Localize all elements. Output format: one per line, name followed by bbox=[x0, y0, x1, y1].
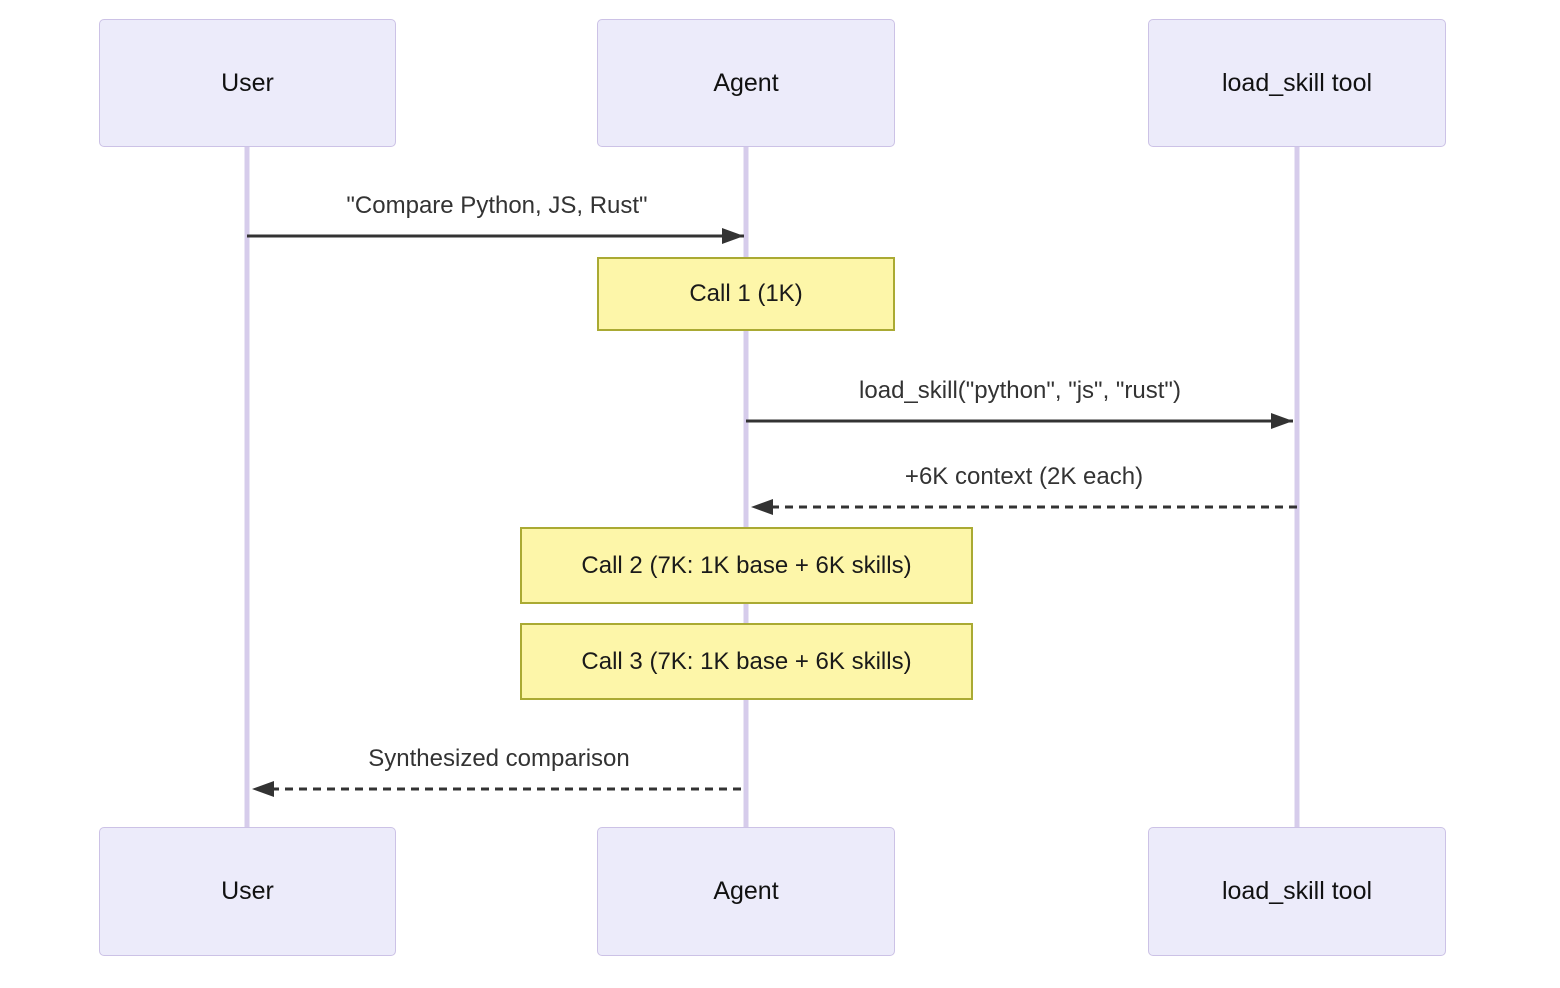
lifeline-agent bbox=[743, 147, 749, 828]
message-label-load-skill: load_skill("python", "js", "rust") bbox=[859, 377, 1181, 404]
actor-bottom-load-skill-tool: load_skill tool bbox=[1148, 827, 1446, 956]
note-text: Call 2 (7K: 1K base + 6K skills) bbox=[581, 551, 912, 579]
actor-label: User bbox=[221, 68, 274, 97]
actor-top-load-skill-tool: load_skill tool bbox=[1148, 19, 1446, 147]
message-label-compare: "Compare Python, JS, Rust" bbox=[346, 192, 648, 219]
actor-top-user: User bbox=[99, 19, 396, 147]
message-label-synthesized: Synthesized comparison bbox=[368, 745, 630, 772]
actor-top-agent: Agent bbox=[597, 19, 895, 147]
note-text: Call 1 (1K) bbox=[689, 280, 803, 307]
actor-bottom-agent: Agent bbox=[597, 827, 895, 956]
actor-label: load_skill tool bbox=[1221, 877, 1373, 905]
message-label-context: +6K context (2K each) bbox=[904, 463, 1144, 490]
lifeline-load-skill-tool bbox=[1294, 147, 1300, 828]
actor-bottom-user: User bbox=[99, 827, 396, 956]
note-text: Call 3 (7K: 1K base + 6K skills) bbox=[581, 647, 912, 675]
note-call-2: Call 2 (7K: 1K base + 6K skills) bbox=[520, 527, 973, 604]
note-call-1: Call 1 (1K) bbox=[597, 257, 895, 331]
actor-label: User bbox=[221, 877, 274, 905]
actor-label: Agent bbox=[713, 877, 779, 905]
lifeline-user bbox=[244, 147, 250, 828]
actor-label: Agent bbox=[713, 68, 779, 97]
actor-label: load_skill tool bbox=[1221, 68, 1373, 97]
note-call-3: Call 3 (7K: 1K base + 6K skills) bbox=[520, 623, 973, 700]
